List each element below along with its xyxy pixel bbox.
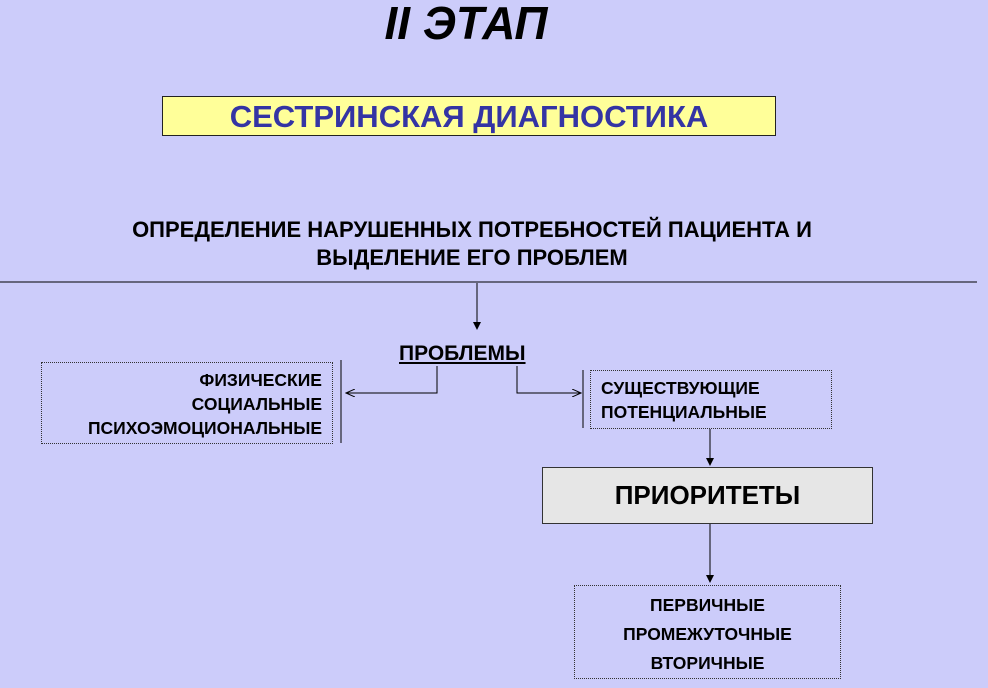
stage-title: II ЭТАП xyxy=(384,0,548,49)
problems-label: ПРОБЛЕМЫ xyxy=(399,342,526,365)
subtitle-line-2: ВЫДЕЛЕНИЕ ЕГО ПРОБЛЕМ xyxy=(316,245,628,270)
subtitle-line-1: ОПРЕДЕЛЕНИЕ НАРУШЕННЫХ ПОТРЕБНОСТЕЙ ПАЦИ… xyxy=(132,217,812,242)
problem-status-box: СУЩЕСТВУЮЩИЕ ПОТЕНЦИАЛЬНЫЕ xyxy=(590,370,832,429)
problem-status: СУЩЕСТВУЮЩИЕ xyxy=(601,378,760,398)
problem-status: ПОТЕНЦИАЛЬНЫЕ xyxy=(601,402,767,422)
problem-type: ФИЗИЧЕСКИЕ xyxy=(199,370,322,390)
priority-levels-box: ПЕРВИЧНЫЕ ПРОМЕЖУТОЧНЫЕ ВТОРИЧНЫЕ xyxy=(574,585,841,679)
priorities-box: ПРИОРИТЕТЫ xyxy=(542,467,873,524)
problem-types-box: ФИЗИЧЕСКИЕ СОЦИАЛЬНЫЕ ПСИХОЭМОЦИОНАЛЬНЫЕ xyxy=(41,362,333,444)
problem-type: СОЦИАЛЬНЫЕ xyxy=(191,394,322,414)
priority-level: ПЕРВИЧНЫЕ xyxy=(650,595,765,615)
heading-box: СЕСТРИНСКАЯ ДИАГНОСТИКА xyxy=(162,96,776,136)
arrow-to-status xyxy=(516,366,581,393)
priority-level: ПРОМЕЖУТОЧНЫЕ xyxy=(623,624,792,644)
priority-level: ВТОРИЧНЫЕ xyxy=(650,653,765,673)
arrow-to-types xyxy=(346,366,438,393)
subtitle: ОПРЕДЕЛЕНИЕ НАРУШЕННЫХ ПОТРЕБНОСТЕЙ ПАЦИ… xyxy=(0,216,944,272)
problem-type: ПСИХОЭМОЦИОНАЛЬНЫЕ xyxy=(87,418,322,438)
